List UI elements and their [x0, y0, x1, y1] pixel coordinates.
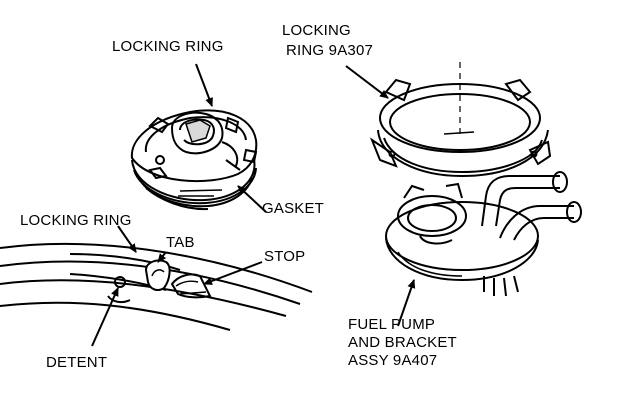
label-tab: TAB [166, 234, 195, 251]
label-locking-ring-9a307-line1: LOCKING [282, 22, 351, 39]
fuel-pump-bracket-assembly [385, 171, 582, 297]
leader-locking-ring-left [117, 225, 137, 253]
label-locking-ring-top: LOCKING RING [112, 38, 224, 55]
leader-stop [203, 261, 263, 285]
label-gasket: GASKET [262, 200, 325, 217]
label-fuel-pump-line3: ASSY 9A407 [348, 352, 438, 369]
label-stop: STOP [264, 248, 306, 265]
leader-detent [91, 287, 119, 347]
locking-ring-gasket-assembly [130, 109, 258, 211]
leader-locking-ring-top [195, 63, 213, 107]
leader-gasket [237, 185, 267, 213]
detail-ring-section [0, 242, 313, 331]
label-locking-ring-9a307-line2: RING 9A307 [286, 42, 374, 59]
label-fuel-pump-line1: FUEL PUMP [348, 316, 436, 333]
label-locking-ring-left: LOCKING RING [20, 212, 132, 229]
locking-ring-9a307 [369, 78, 552, 178]
leader-locking-ring-9a307 [345, 65, 389, 99]
leader-tab [157, 251, 167, 263]
label-fuel-pump-line2: AND BRACKET [348, 334, 457, 351]
label-detent: DETENT [46, 354, 108, 371]
leader-fuel-pump [397, 279, 416, 327]
